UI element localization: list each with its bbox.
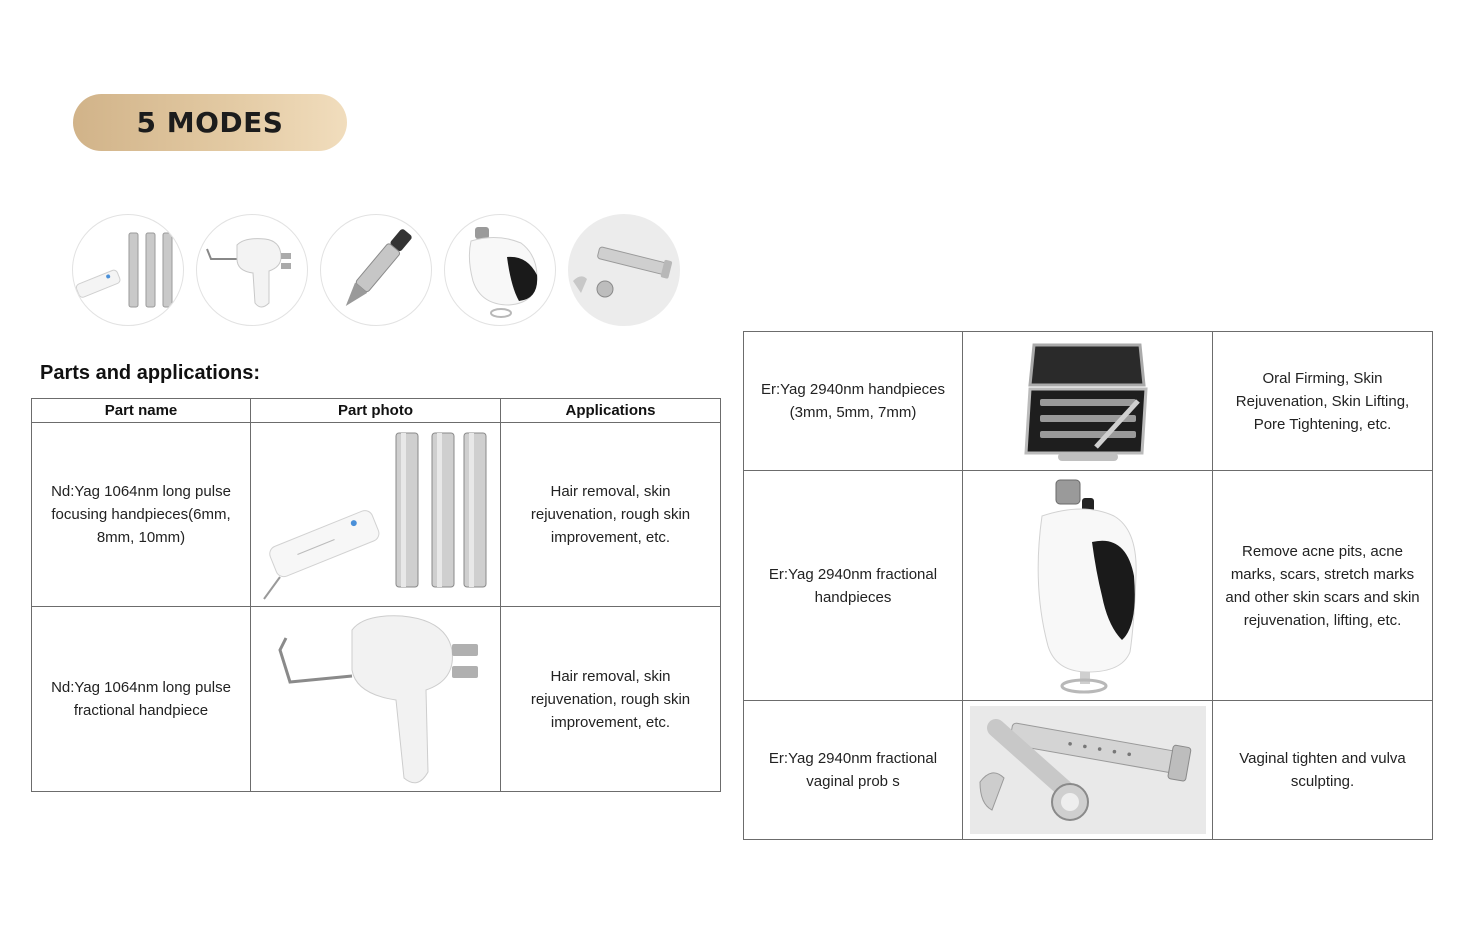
pen-handpiece-icon: [320, 214, 432, 326]
header-part-name: Part name: [31, 398, 251, 423]
applications-text: Remove acne pits, acne marks, scars, str…: [1225, 542, 1420, 629]
long-pulse-handpieces-photo: [250, 422, 501, 607]
part-name-cell: Nd:Yag 1064nm long pulse fractional hand…: [31, 606, 251, 792]
applications-cell: Hair removal, skin rejuvenation, rough s…: [500, 606, 721, 792]
part-name-cell: Er:Yag 2940nm fractional handpieces: [743, 470, 963, 701]
applications-text: Hair removal, skin rejuvenation, rough s…: [530, 483, 691, 546]
table-row: Er:Yag 2940nm handpieces (3mm, 5mm, 7mm)…: [743, 331, 1433, 471]
applications-text: Hair removal, skin rejuvenation, rough s…: [530, 667, 691, 731]
er-fractional-handpiece-photo: [962, 470, 1213, 701]
vaginal-probe-icon: [568, 214, 680, 326]
modes-badge: 5 MODES: [73, 94, 347, 151]
part-name-cell: Er:Yag 2940nm handpieces (3mm, 5mm, 7mm): [743, 331, 963, 471]
table-row: Nd:Yag 1064nm long pulse fractional hand…: [31, 606, 721, 792]
part-name: Er:Yag 2940nm fractional handpieces: [768, 565, 938, 606]
section-title: Parts and applications:: [40, 362, 261, 384]
table-header-row: Part name Part photo Applications: [31, 398, 721, 423]
table-row: Nd:Yag 1064nm long pulse focusing handpi…: [31, 422, 721, 607]
fractional-handpiece-photo: [250, 606, 501, 792]
part-name: Nd:Yag 1064nm long pulse fractional hand…: [51, 679, 231, 719]
applications-cell: Vaginal tighten and vulva sculpting.: [1212, 700, 1433, 840]
table-row: Er:Yag 2940nm fractional handpieces Remo…: [743, 470, 1433, 701]
modes-badge-label: 5 MODES: [136, 106, 284, 139]
applications-cell: Remove acne pits, acne marks, scars, str…: [1212, 470, 1433, 701]
long-pulse-handpieces-icon: [72, 214, 184, 326]
fractional-handpiece-icon: [196, 214, 308, 326]
part-name: Er:Yag 2940nm handpieces (3mm, 5mm, 7mm): [760, 381, 945, 421]
applications-text: Oral Firming, Skin Rejuvenation, Skin Li…: [1235, 369, 1410, 433]
table-row: Er:Yag 2940nm fractional vaginal prob s …: [743, 700, 1433, 840]
header-part-photo: Part photo: [250, 398, 501, 423]
applications-text: Vaginal tighten and vulva sculpting.: [1239, 750, 1406, 790]
part-name-cell: Nd:Yag 1064nm long pulse focusing handpi…: [31, 422, 251, 607]
header-applications: Applications: [500, 398, 721, 423]
handpiece-case-photo: [962, 331, 1213, 471]
fractional-er-handpiece-icon: [444, 214, 556, 326]
applications-cell: Oral Firming, Skin Rejuvenation, Skin Li…: [1212, 331, 1433, 471]
part-name: Nd:Yag 1064nm long pulse focusing handpi…: [51, 483, 231, 546]
applications-cell: Hair removal, skin rejuvenation, rough s…: [500, 422, 721, 607]
part-name: Er:Yag 2940nm fractional vaginal prob s: [768, 750, 938, 790]
part-name-cell: Er:Yag 2940nm fractional vaginal prob s: [743, 700, 963, 840]
mode-thumbnails: [72, 214, 682, 328]
vaginal-probe-photo: [962, 700, 1213, 840]
parts-table-left: Part name Part photo Applications Nd:Yag…: [31, 398, 721, 792]
parts-table-right: Er:Yag 2940nm handpieces (3mm, 5mm, 7mm)…: [743, 331, 1433, 840]
